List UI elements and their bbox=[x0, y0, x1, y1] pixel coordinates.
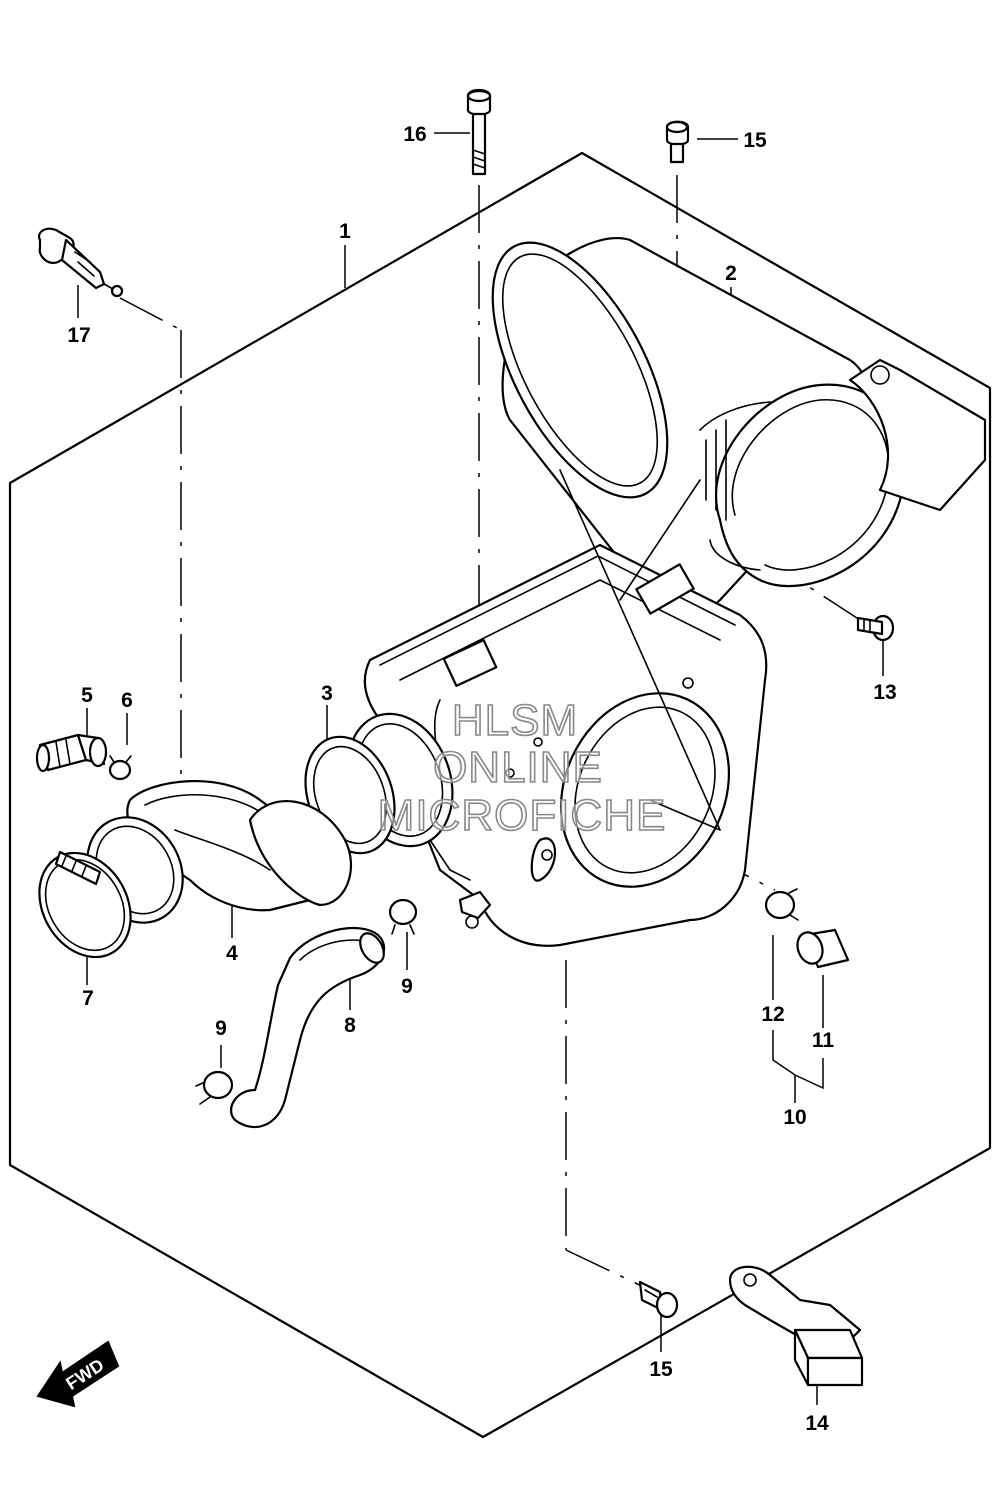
callout-10: 10 bbox=[783, 1106, 806, 1129]
callout-16: 16 bbox=[403, 123, 426, 146]
callout-6: 6 bbox=[121, 689, 133, 712]
part-4-intake-duct bbox=[86, 779, 353, 924]
assembly-outline bbox=[8, 151, 992, 1439]
part-11-plug bbox=[796, 928, 850, 969]
leader-lines bbox=[77, 132, 884, 1405]
watermark: HLSM ONLINE MICROFICHE bbox=[377, 695, 667, 841]
callout-11: 11 bbox=[812, 1029, 835, 1052]
part-1-air-cleaner-case bbox=[363, 469, 768, 947]
part-17-clip bbox=[38, 227, 124, 298]
part-7-clamp bbox=[38, 850, 132, 959]
callout-3: 3 bbox=[321, 682, 333, 705]
part-16-bolt bbox=[466, 88, 492, 176]
part-6-clip bbox=[108, 755, 132, 781]
watermark-line-3: MICROFICHE bbox=[378, 791, 667, 840]
callout-14: 14 bbox=[805, 1412, 829, 1435]
part-14-bracket bbox=[728, 1265, 864, 1387]
callout-8: 8 bbox=[344, 1014, 356, 1037]
part-9-clip-upper bbox=[388, 898, 418, 935]
callout-17: 17 bbox=[67, 324, 90, 347]
callout-15-top: 15 bbox=[743, 129, 767, 152]
callout-4: 4 bbox=[226, 942, 238, 965]
part-15-bolt-bottom bbox=[638, 1280, 679, 1319]
callout-7: 7 bbox=[82, 987, 94, 1010]
fwd-arrow: FWD bbox=[36, 1340, 120, 1408]
part-2-air-filter bbox=[491, 237, 987, 612]
callout-5: 5 bbox=[81, 684, 93, 707]
callout-9-lower: 9 bbox=[215, 1017, 227, 1040]
callout-9-upper: 9 bbox=[401, 975, 413, 998]
callout-2: 2 bbox=[725, 262, 737, 285]
part-5-fitting bbox=[35, 733, 108, 773]
callout-13: 13 bbox=[873, 681, 896, 704]
part-13-screw bbox=[856, 614, 895, 642]
watermark-line-2: ONLINE bbox=[433, 743, 603, 792]
callout-1: 1 bbox=[339, 220, 351, 243]
part-12-clip bbox=[764, 888, 799, 921]
callout-15-bottom: 15 bbox=[649, 1358, 673, 1381]
callout-12: 12 bbox=[761, 1003, 784, 1026]
alignment-lines bbox=[119, 175, 861, 1291]
watermark-line-1: HLSM bbox=[452, 696, 578, 745]
part-8-drain-hose bbox=[230, 927, 386, 1129]
callout-labels: 16 15 1 2 17 13 5 6 3 4 7 9 8 9 12 11 10… bbox=[67, 123, 896, 1435]
part-15-bolt-top bbox=[665, 120, 690, 164]
part-9-clip-lower bbox=[195, 1070, 234, 1105]
